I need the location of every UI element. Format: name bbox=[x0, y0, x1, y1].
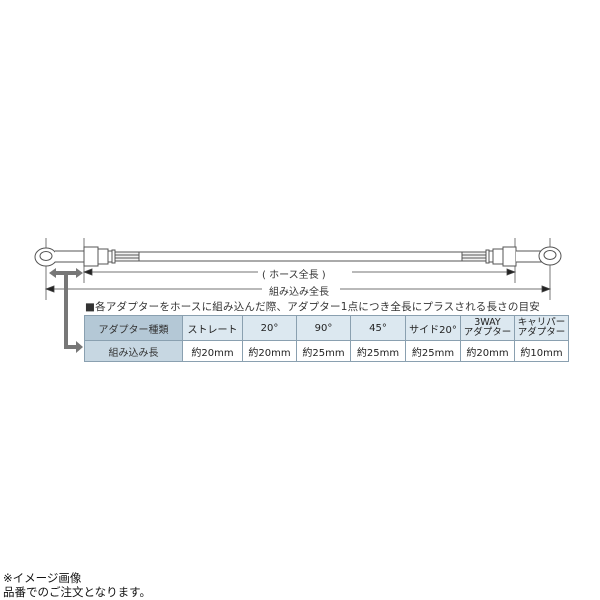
adapter-length-pointer bbox=[49, 268, 83, 353]
cell-type-caliper: キャリパー アダプター bbox=[514, 315, 569, 341]
cell-type-caliper-line2: アダプター bbox=[517, 327, 566, 338]
assembled-length-label: 組み込み全長 bbox=[269, 287, 329, 298]
cell-length-side20: 約25mm bbox=[405, 340, 461, 362]
cell-length-3way: 約20mm bbox=[460, 340, 515, 362]
cell-length-90: 約25mm bbox=[296, 340, 351, 362]
adapter-length-table: アダプター種類 ストレート 20° 90° 45° サイド20° 3WAY アダ… bbox=[84, 315, 569, 362]
cell-type-caliper-line1: キャリパー bbox=[517, 317, 566, 328]
row-header-adapter-type: アダプター種類 bbox=[84, 315, 183, 341]
cell-type-45: 45° bbox=[350, 315, 406, 341]
row-header-assembled-length: 組み込み長 bbox=[84, 340, 183, 362]
table-heading: ■各アダプターをホースに組み込んだ際、アダプター1点につき全長にプラスされる長さ… bbox=[85, 301, 540, 313]
cell-length-20: 約20mm bbox=[242, 340, 297, 362]
cell-type-20: 20° bbox=[242, 315, 297, 341]
assembled-length-arrow bbox=[44, 285, 552, 293]
cell-type-90: 90° bbox=[296, 315, 351, 341]
cell-type-side20: サイド20° bbox=[405, 315, 461, 341]
hose-length-label: ( ホース全長 ) bbox=[262, 270, 326, 281]
order-note: 品番でのご注文となります。 bbox=[3, 585, 152, 599]
cell-type-3way-line1: 3WAY bbox=[474, 317, 501, 328]
hose-length-arrow bbox=[82, 268, 517, 276]
cell-type-straight: ストレート bbox=[182, 315, 243, 341]
image-note: ※イメージ画像 bbox=[3, 571, 82, 585]
hose bbox=[139, 251, 462, 262]
left-banjo-fitting bbox=[34, 246, 140, 267]
cell-length-45: 約25mm bbox=[350, 340, 406, 362]
right-banjo-fitting bbox=[461, 246, 562, 267]
table-row-adapter-type: アダプター種類 ストレート 20° 90° 45° サイド20° 3WAY アダ… bbox=[84, 315, 569, 341]
cell-type-3way-line2: アダプター bbox=[463, 327, 512, 338]
table-row-assembled-length: 組み込み長 約20mm 約20mm 約25mm 約25mm 約25mm 約20m… bbox=[84, 340, 569, 362]
cell-length-straight: 約20mm bbox=[182, 340, 243, 362]
cell-type-3way: 3WAY アダプター bbox=[460, 315, 515, 341]
cell-length-caliper: 約10mm bbox=[514, 340, 569, 362]
